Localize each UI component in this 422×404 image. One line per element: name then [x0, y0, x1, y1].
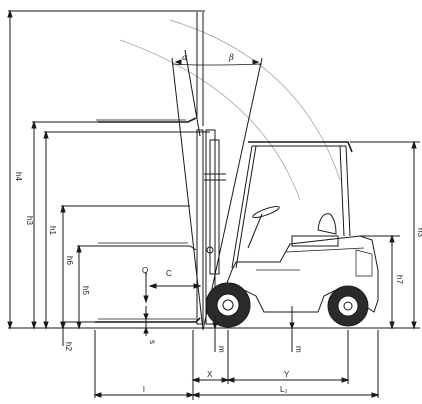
label-h3: h3	[25, 216, 34, 225]
load-center	[143, 272, 202, 304]
rear-wheel	[327, 285, 369, 327]
label-s: s	[148, 340, 157, 344]
label-h5: h5	[81, 286, 90, 295]
label-h6: h6	[65, 256, 74, 265]
right-dimension-lines	[350, 140, 420, 330]
label-alpha: α	[182, 53, 188, 63]
label-h4: h4	[14, 172, 23, 181]
label-C: C	[166, 269, 172, 278]
label-m-front: m	[217, 346, 226, 353]
overhead-guard	[231, 141, 353, 269]
label-L2: L₂	[280, 385, 288, 394]
label-beta: β	[228, 53, 234, 63]
mast	[204, 129, 226, 325]
front-wheel	[205, 282, 251, 328]
label-h1: h1	[48, 226, 57, 235]
fork-thickness-s	[143, 306, 149, 336]
seat	[291, 213, 339, 247]
steering-wheel	[247, 205, 280, 249]
bottom-dimension-lines	[93, 330, 380, 400]
label-X: X	[207, 370, 213, 379]
tilt-lines	[171, 49, 263, 331]
label-m-rear: m	[294, 346, 303, 353]
label-h-right: h3	[416, 228, 422, 237]
label-l: l	[143, 385, 145, 394]
label-h2: h2	[64, 342, 73, 351]
label-h7: h7	[395, 275, 404, 284]
label-Y: Y	[284, 370, 290, 379]
ground-clearance-markers	[212, 306, 295, 352]
background-arcs	[119, 19, 341, 201]
label-Q: Q	[142, 266, 148, 275]
